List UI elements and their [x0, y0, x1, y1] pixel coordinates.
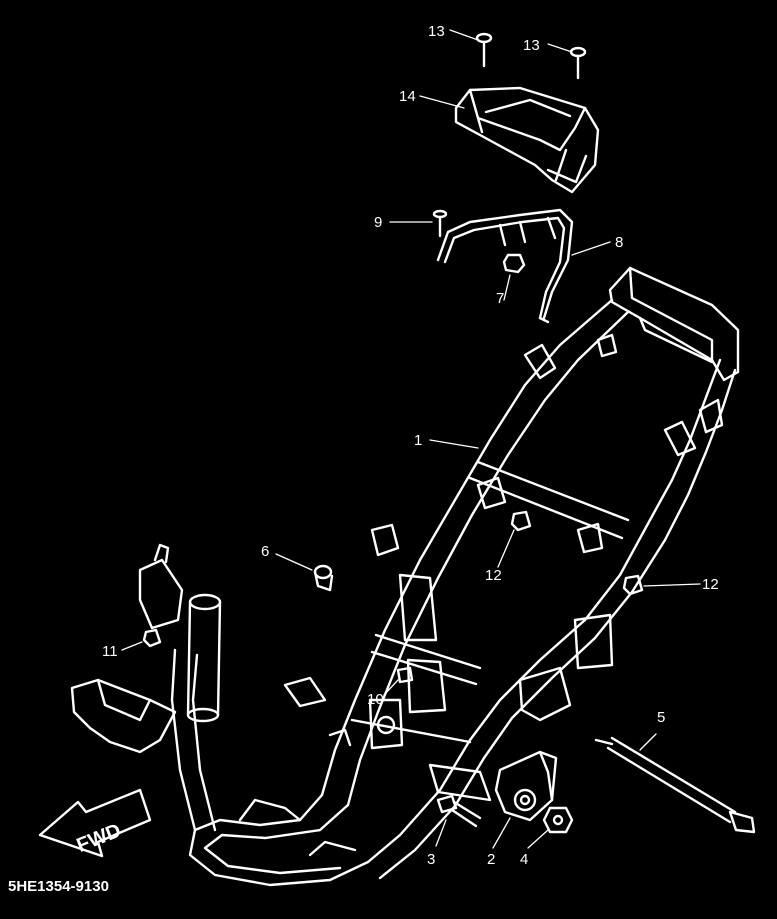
callout-8: 8	[615, 234, 623, 251]
carrier-plate-14	[454, 86, 600, 194]
long-bolt-5	[594, 736, 756, 834]
callout-12b: 12	[702, 576, 719, 593]
callout-10: 10	[367, 691, 384, 708]
callout-13a: 13	[428, 23, 445, 40]
callout-3: 3	[427, 851, 435, 868]
leader-lines	[121, 29, 701, 849]
main-frame	[70, 266, 740, 887]
nut-12b	[622, 574, 644, 596]
nut-12a	[510, 510, 532, 532]
callout-7: 7	[496, 290, 504, 307]
fwd-arrow	[38, 788, 152, 858]
callout-4: 4	[520, 851, 528, 868]
callout-14: 14	[399, 88, 416, 105]
nut-7	[502, 253, 526, 274]
callout-5: 5	[657, 709, 665, 726]
nut-4	[542, 806, 574, 834]
grab-bar-8	[436, 208, 574, 324]
engine-mount-bracket	[494, 750, 558, 822]
callout-1: 1	[414, 432, 422, 449]
bolt-3	[436, 794, 482, 828]
callout-numbers: 1 2 3 4 5 6 7 8 9 10 11 12 12 13 13 14	[102, 23, 719, 868]
nut-11	[142, 628, 162, 648]
bolt-9	[432, 209, 448, 238]
bolt-10	[396, 666, 414, 684]
diagram-code: 5HE1354-9130	[8, 878, 109, 895]
collar-6	[313, 564, 334, 592]
callout-12a: 12	[485, 567, 502, 584]
callout-9: 9	[374, 214, 382, 231]
screw-13a	[475, 32, 493, 68]
callout-11: 11	[102, 643, 118, 660]
callout-13b: 13	[523, 37, 540, 54]
fwd-label: FWD	[74, 820, 124, 857]
screw-13b	[569, 46, 587, 80]
callout-2: 2	[487, 851, 495, 868]
callout-6: 6	[261, 543, 269, 560]
